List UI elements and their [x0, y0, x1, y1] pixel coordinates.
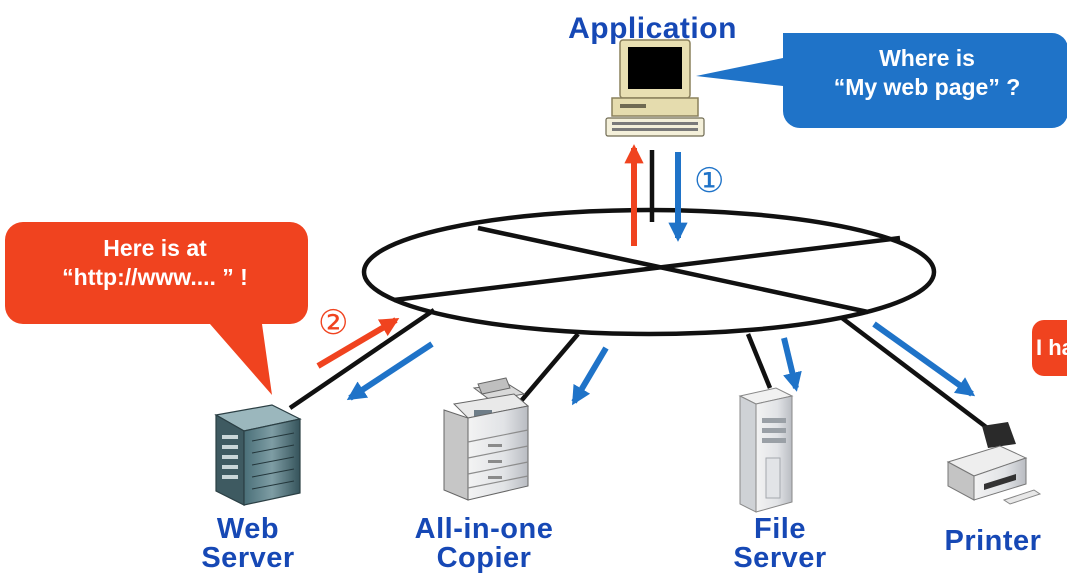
printer-bubble [1032, 320, 1067, 376]
query-bubble [696, 33, 1067, 128]
connection-lines [288, 150, 992, 432]
link-file-server [745, 333, 773, 389]
application-label: Application [568, 12, 737, 45]
query-arrows [346, 152, 976, 406]
copier-label-line1: All-in-one [414, 513, 554, 545]
web-server-label: Web Server [186, 515, 310, 573]
file-server-label-line2: Server [733, 542, 827, 574]
file-server-label: File Server [718, 515, 842, 573]
copier-label: All-in-one Copier [396, 515, 572, 573]
file-server-tower-icon [738, 387, 794, 513]
file-server-label-line1: File [754, 513, 806, 545]
inkjet-printer-icon [946, 422, 1042, 505]
answer-bubble-text: Here is at “http://www.... ” ! [10, 234, 300, 292]
web-server-label-line2: Server [201, 542, 295, 574]
copier-label-line2: Copier [436, 542, 532, 574]
query-arrow-printer [872, 321, 976, 397]
query-arrow-copier [571, 346, 609, 406]
query-bubble-line2: “My web page” ? [833, 73, 1021, 100]
query-bubble-line1: Where is [879, 45, 975, 71]
step-2-marker: ② [318, 303, 349, 343]
web-server-label-line1: Web [216, 513, 280, 545]
reply-arrows [316, 144, 644, 369]
link-printer [840, 316, 992, 432]
answer-bubble [5, 222, 308, 395]
network-ring [361, 207, 937, 337]
reply-arrow-web-server [316, 317, 400, 369]
query-arrow-file-server [781, 337, 802, 392]
desktop-computer-icon [605, 39, 705, 137]
server-tower-icon [214, 404, 302, 506]
multifunction-copier-icon [443, 377, 530, 501]
printer-bubble-text: I ha [1036, 335, 1067, 360]
answer-bubble-line1: Here is at [103, 235, 207, 261]
query-arrow-web-server [346, 341, 434, 401]
query-bubble-text: Where is “My web page” ? [795, 44, 1059, 102]
answer-bubble-line2: “http://www.... ” ! [62, 263, 248, 290]
step-1-marker: ① [694, 161, 725, 201]
printer-label: Printer [944, 525, 1042, 557]
link-web-server [288, 308, 436, 410]
